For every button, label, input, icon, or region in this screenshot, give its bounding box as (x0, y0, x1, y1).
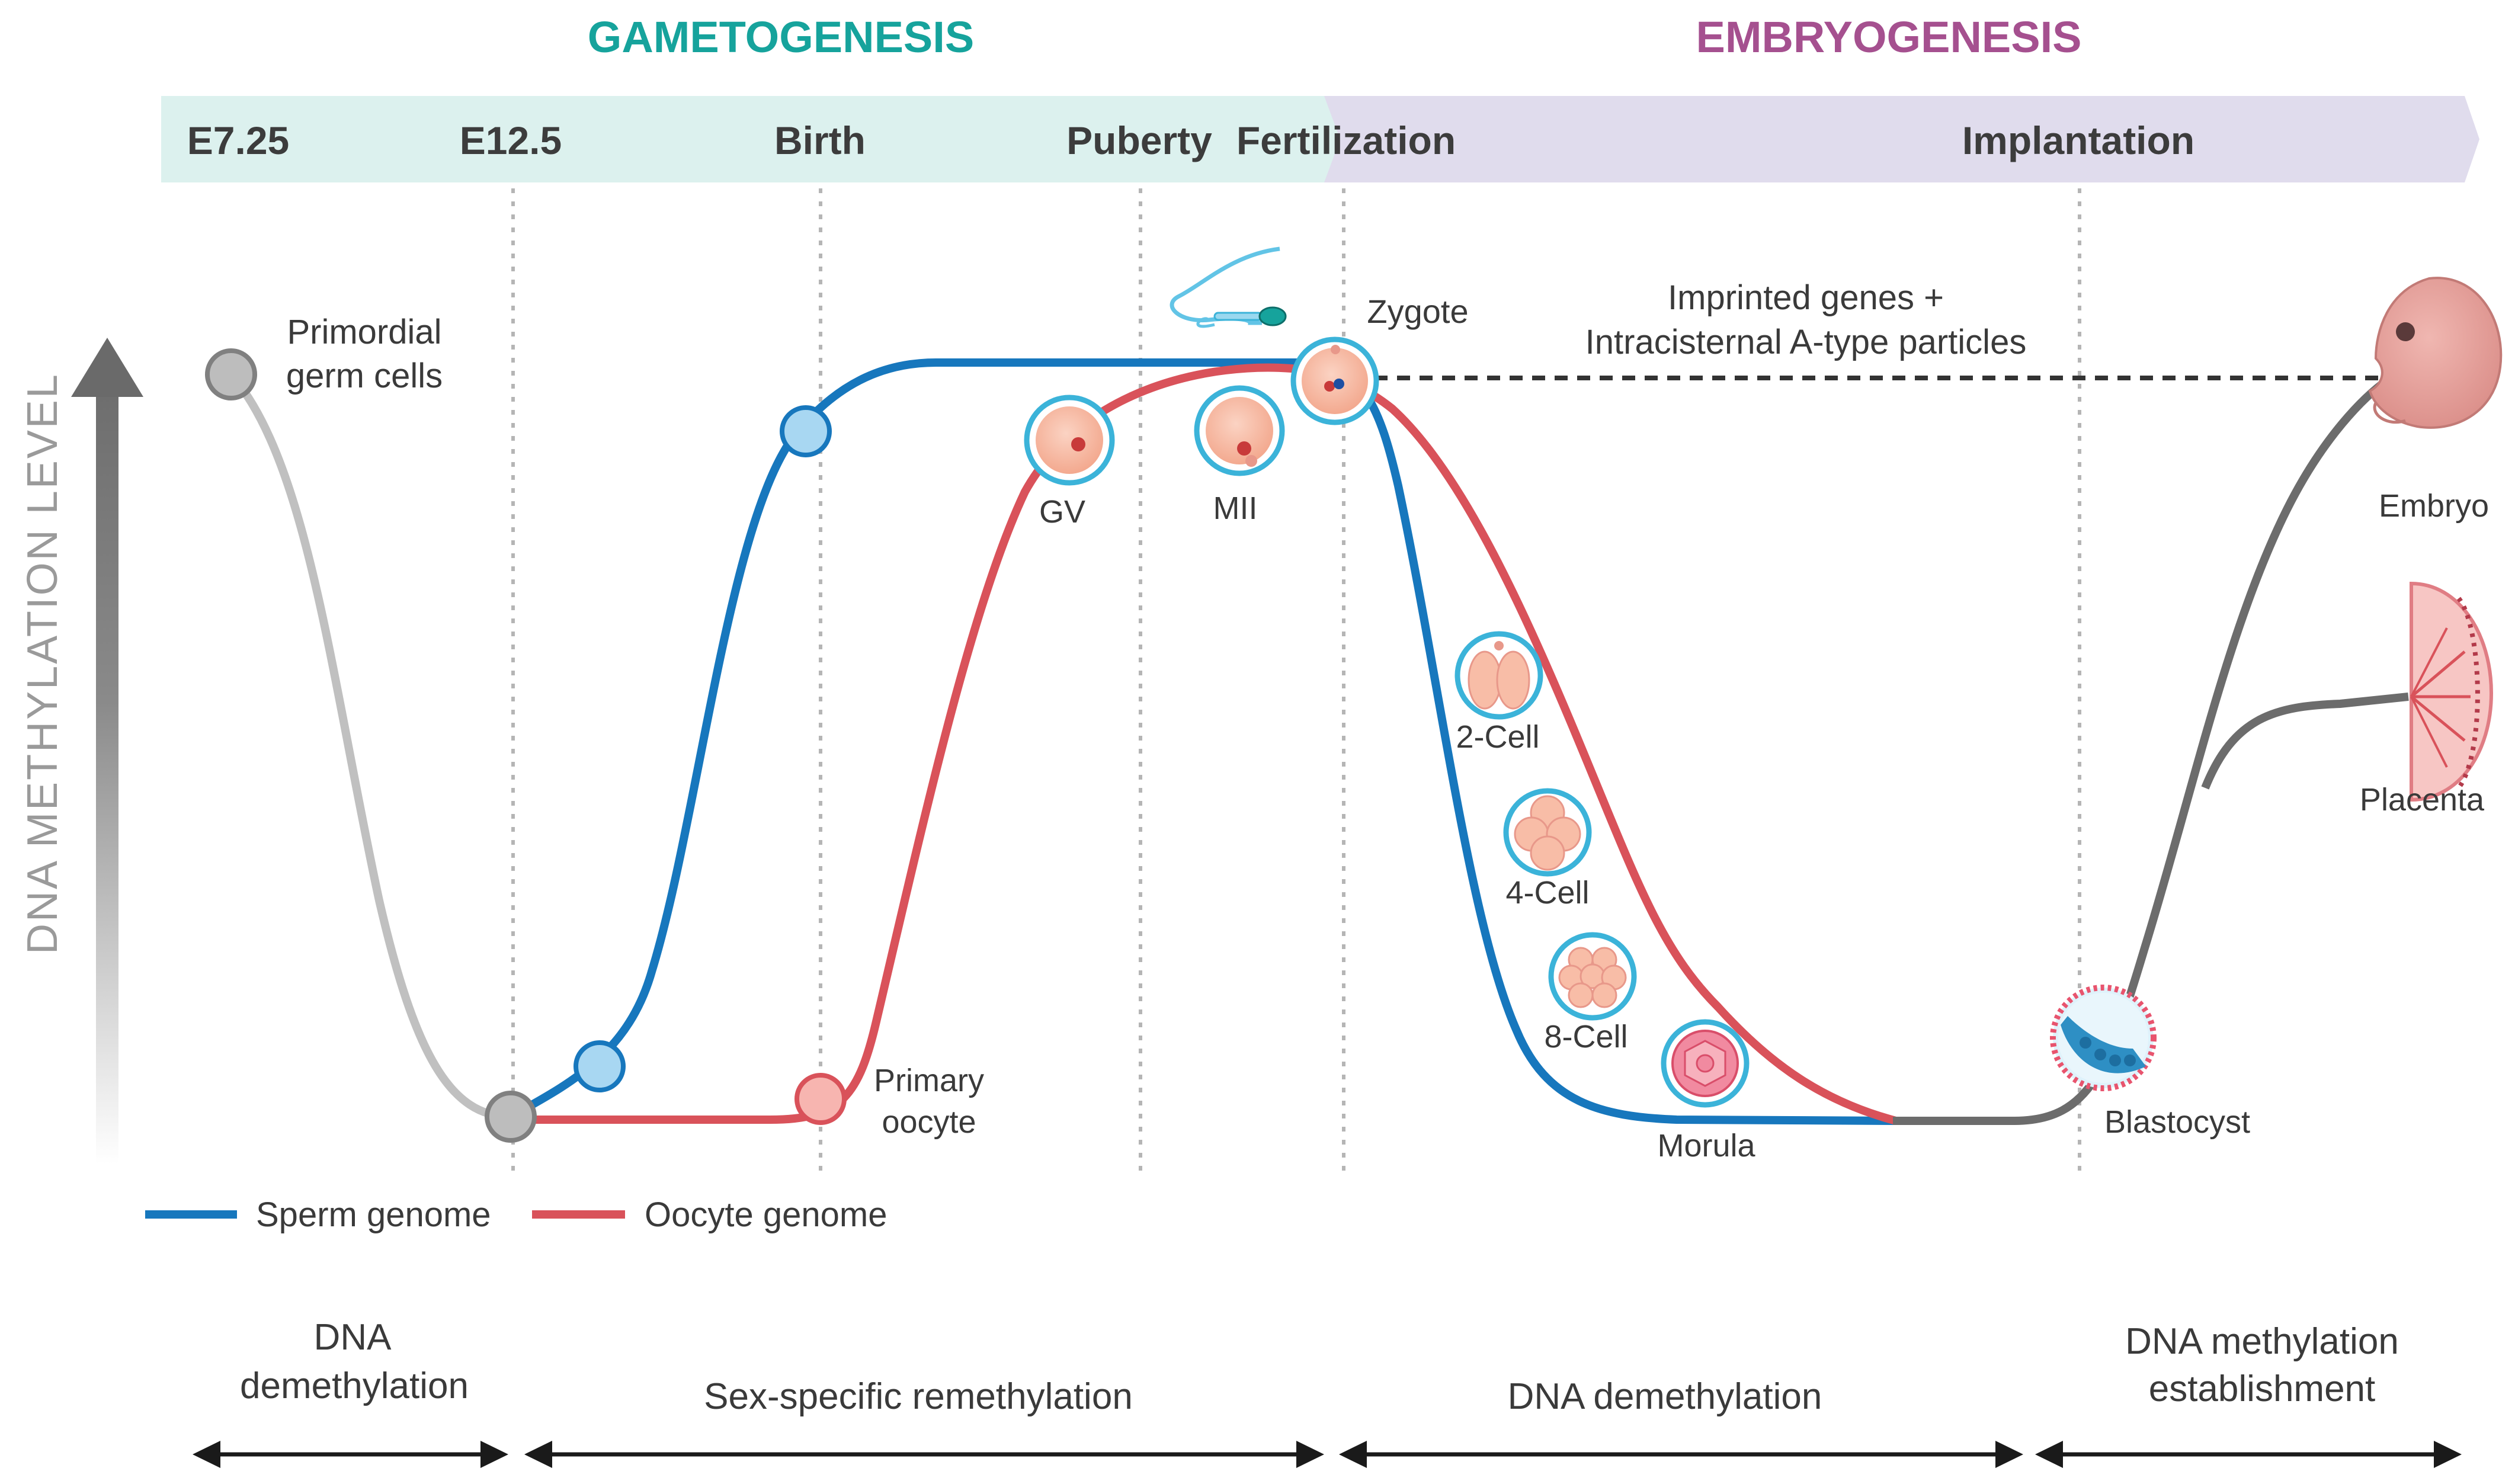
morula-icon (1661, 1019, 1750, 1108)
two-cell-embryo-icon (1454, 631, 1543, 720)
phase-demethylation-2: DNA demethylation (1508, 1376, 1822, 1417)
primary-oocyte-label-2: oocyte (882, 1104, 976, 1140)
two-cell-label: 2-Cell (1456, 719, 1539, 755)
placenta-icon (2410, 581, 2494, 802)
eight-cell-embryo-icon (1548, 932, 1637, 1021)
sperm-marker-low (574, 1040, 626, 1092)
primary-oocyte-marker (794, 1073, 847, 1125)
placenta-label: Placenta (2360, 782, 2485, 818)
embryogenesis-title: EMBRYOGENESIS (1696, 12, 2081, 62)
mii-oocyte-icon (1194, 385, 1285, 476)
gv-label: GV (1039, 494, 1085, 530)
y-axis-label: DNA METHYLATION LEVEL (19, 373, 66, 954)
four-cell-embryo-icon (1503, 788, 1592, 877)
primordial-label-2: germ cells (286, 357, 443, 395)
placenta-lineage-curve (2201, 693, 2409, 790)
imprinted-label-2: Intracisternal A-type particles (1585, 323, 2027, 361)
legend: Sperm genome Oocyte genome (145, 1195, 887, 1234)
sperm-genome-curve (508, 358, 1896, 1125)
phase-remethylation: Sex-specific remethylation (704, 1376, 1133, 1417)
four-cell-label: 4-Cell (1505, 875, 1589, 911)
timeline-e125: E12.5 (460, 118, 562, 162)
phase-establishment-line1: DNA methylation (2125, 1321, 2399, 1362)
gametogenesis-title: GAMETOGENESIS (588, 12, 974, 62)
primary-oocyte-label-1: Primary (874, 1063, 984, 1098)
blastocyst-icon (2050, 985, 2157, 1091)
pgc-demethylation-curve (228, 371, 511, 1121)
primordial-germ-cell-marker (205, 348, 257, 400)
morula-label: Morula (1657, 1128, 1755, 1164)
mii-label: MII (1213, 491, 1258, 526)
y-axis-arrow (71, 338, 143, 1164)
embryo-label: Embryo (2379, 488, 2489, 524)
timeline-implantation: Implantation (1962, 118, 2194, 162)
eight-cell-label: 8-Cell (1544, 1019, 1627, 1054)
timeline-e725: E7.25 (187, 118, 289, 162)
zygote-icon (1290, 336, 1379, 425)
timeline-fertilization: Fertilization (1236, 118, 1456, 162)
embryo-icon (2368, 277, 2503, 429)
oocyte-genome-curve (527, 363, 1897, 1125)
timeline-puberty: Puberty (1066, 118, 1212, 162)
legend-sperm-label: Sperm genome (256, 1195, 491, 1234)
timeline-banner (161, 96, 2479, 182)
timeline-birth: Birth (774, 118, 866, 162)
legend-oocyte-label: Oocyte genome (645, 1195, 887, 1234)
phase-arrows (193, 1441, 2462, 1468)
sperm-icon (1170, 246, 1287, 328)
sperm-marker-high (780, 405, 832, 457)
zygote-label: Zygote (1367, 293, 1468, 330)
gv-oocyte-icon (1024, 395, 1115, 486)
blastocyst-label: Blastocyst (2104, 1104, 2250, 1140)
phase-establishment-line2: establishment (2149, 1368, 2376, 1409)
phase-demethylation-1-line1: DNA (314, 1317, 392, 1358)
e125-germ-cell-marker (485, 1091, 537, 1143)
primordial-label-1: Primordial (287, 313, 441, 351)
imprinted-label-1: Imprinted genes + (1668, 278, 1944, 317)
phase-demethylation-1-line2: demethylation (240, 1366, 469, 1406)
